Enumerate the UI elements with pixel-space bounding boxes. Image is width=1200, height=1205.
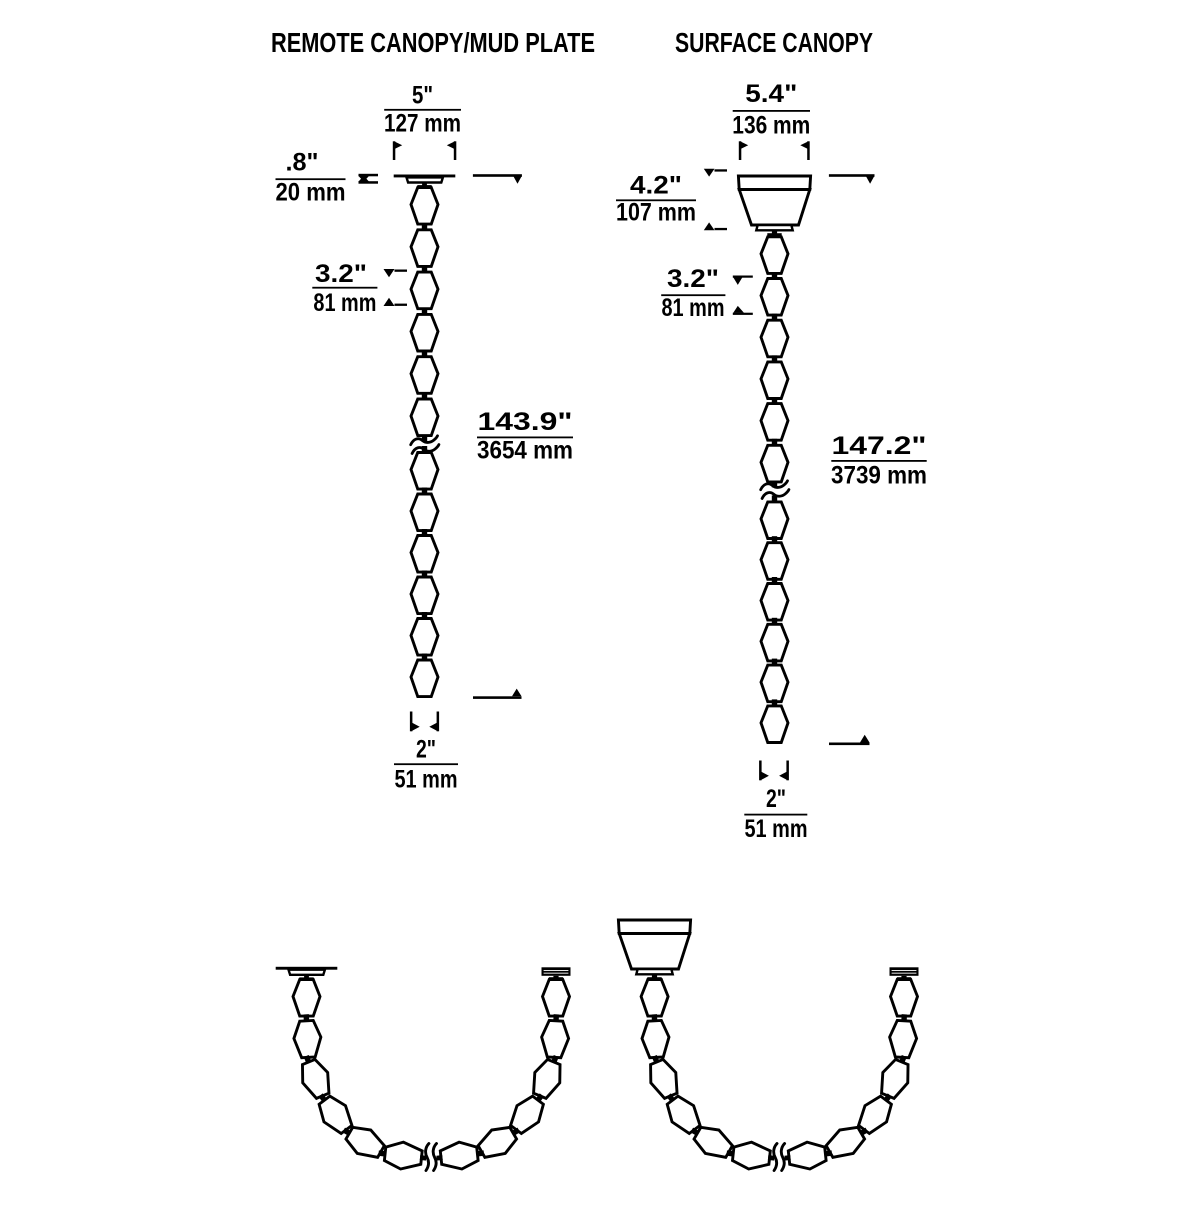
svg-text:136 mm: 136 mm	[732, 112, 810, 140]
svg-text:3.2": 3.2"	[315, 260, 367, 288]
svg-text:20 mm: 20 mm	[276, 179, 346, 207]
svg-text:5.4": 5.4"	[745, 80, 797, 108]
svg-text:51 mm: 51 mm	[395, 766, 458, 794]
svg-text:5": 5"	[412, 82, 433, 110]
svg-text:81 mm: 81 mm	[662, 294, 725, 322]
svg-text:147.2": 147.2"	[832, 432, 927, 460]
svg-text:REMOTE CANOPY/MUD PLATE: REMOTE CANOPY/MUD PLATE	[271, 27, 595, 58]
svg-text:SURFACE CANOPY: SURFACE CANOPY	[675, 27, 873, 58]
svg-text:.8": .8"	[286, 148, 319, 176]
svg-text:127 mm: 127 mm	[384, 110, 461, 138]
svg-text:143.9": 143.9"	[478, 408, 573, 436]
svg-text:3.2": 3.2"	[667, 265, 719, 293]
svg-text:3654 mm: 3654 mm	[477, 437, 573, 465]
svg-text:107 mm: 107 mm	[616, 198, 696, 226]
svg-text:81 mm: 81 mm	[313, 289, 376, 317]
svg-text:2": 2"	[416, 736, 436, 764]
svg-text:2": 2"	[766, 785, 786, 813]
svg-text:3739 mm: 3739 mm	[831, 461, 927, 489]
svg-text:51 mm: 51 mm	[745, 815, 808, 843]
svg-text:4.2": 4.2"	[630, 172, 682, 200]
